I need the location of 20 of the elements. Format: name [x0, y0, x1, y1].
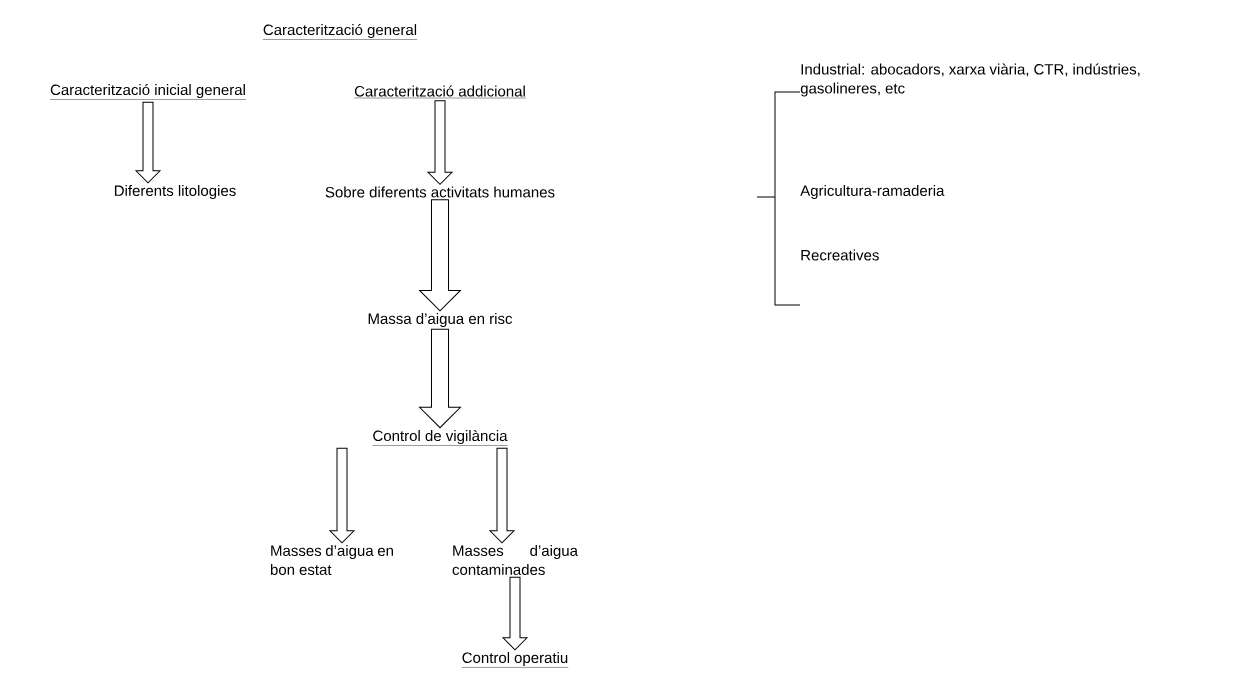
text-label: Control operatiu [461, 652, 569, 668]
block-arrow [502, 576, 528, 651]
text-label: Masses d’aigua contaminades [452, 545, 578, 575]
heading: Caracterització general [262, 23, 418, 40]
text-label: Sobre diferents activitats humanes [325, 186, 555, 198]
block-arrow [135, 101, 161, 184]
block-arrow [489, 447, 515, 544]
block-arrow [419, 328, 461, 429]
list-item: Industrial: abocadors, xarxa viària, CTR, indústries, gasolineres, etc [800, 63, 1140, 97]
list-item: Recreatives [801, 249, 879, 261]
block-arrow [329, 447, 355, 544]
text-label: Masses d’aigua en bon estat [271, 545, 393, 575]
block-arrow [419, 199, 461, 312]
text-label: Caracterització addicional [353, 85, 527, 99]
text-label: Caracterització inicial general [49, 83, 247, 100]
text-label: Massa d’aigua en risc [368, 313, 513, 327]
block-arrow [427, 100, 453, 185]
list-item: Agricultura-ramaderia [800, 185, 945, 199]
text-label: Control de vigilància [372, 429, 508, 446]
text-label: Diferents litologies [114, 185, 236, 199]
